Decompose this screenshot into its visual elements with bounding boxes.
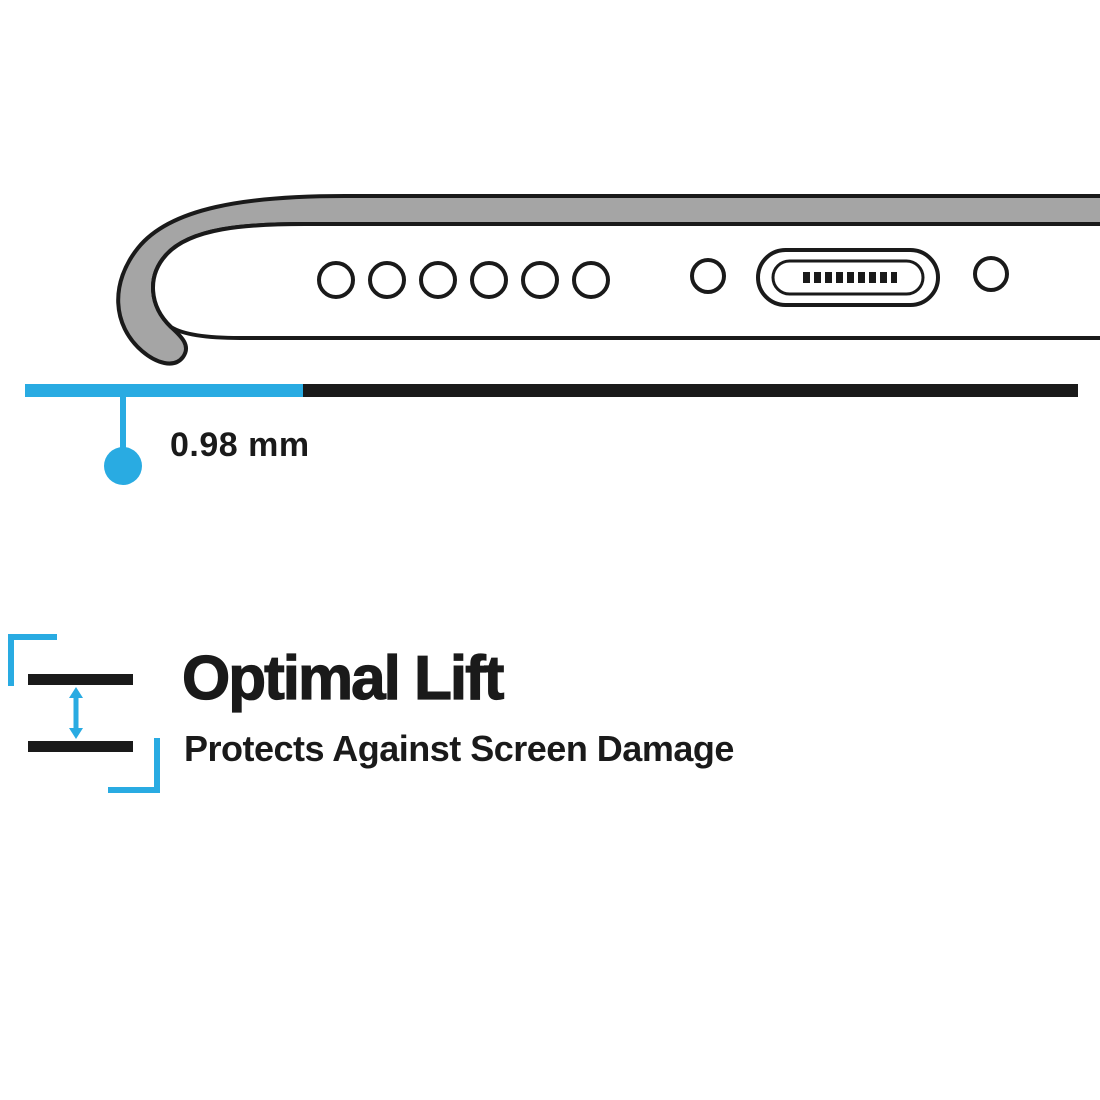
speaker-hole-icon (521, 261, 559, 299)
bracket-bottom-right-icon (108, 738, 160, 793)
case-bar-bottom (28, 741, 133, 752)
phone-case-cross-section (25, 194, 1100, 485)
pointer-dot-icon (104, 447, 142, 485)
screw-hole-icon (973, 256, 1009, 292)
speaker-hole-icon (419, 261, 457, 299)
optimal-lift-icon (8, 634, 160, 793)
ruler-dark-segment (303, 384, 1078, 397)
screen-bar-top (28, 674, 133, 685)
lift-measurement-value: 0.98 mm (170, 426, 310, 464)
pointer-line (120, 397, 126, 449)
speaker-holes (317, 261, 610, 299)
lift-gap-ruler (25, 384, 1078, 485)
speaker-hole-icon (368, 261, 406, 299)
charging-port-icon (756, 248, 940, 307)
ruler-accent-segment (25, 384, 303, 397)
mic-hole-icon (690, 258, 726, 294)
speaker-hole-icon (317, 261, 355, 299)
bracket-top-left-icon (8, 634, 57, 686)
feature-subtitle: Protects Against Screen Damage (184, 728, 734, 769)
vertical-double-arrow-icon (69, 687, 83, 739)
feature-title: Optimal Lift (181, 644, 505, 713)
speaker-hole-icon (470, 261, 508, 299)
speaker-hole-icon (572, 261, 610, 299)
phone-body (151, 222, 1100, 340)
